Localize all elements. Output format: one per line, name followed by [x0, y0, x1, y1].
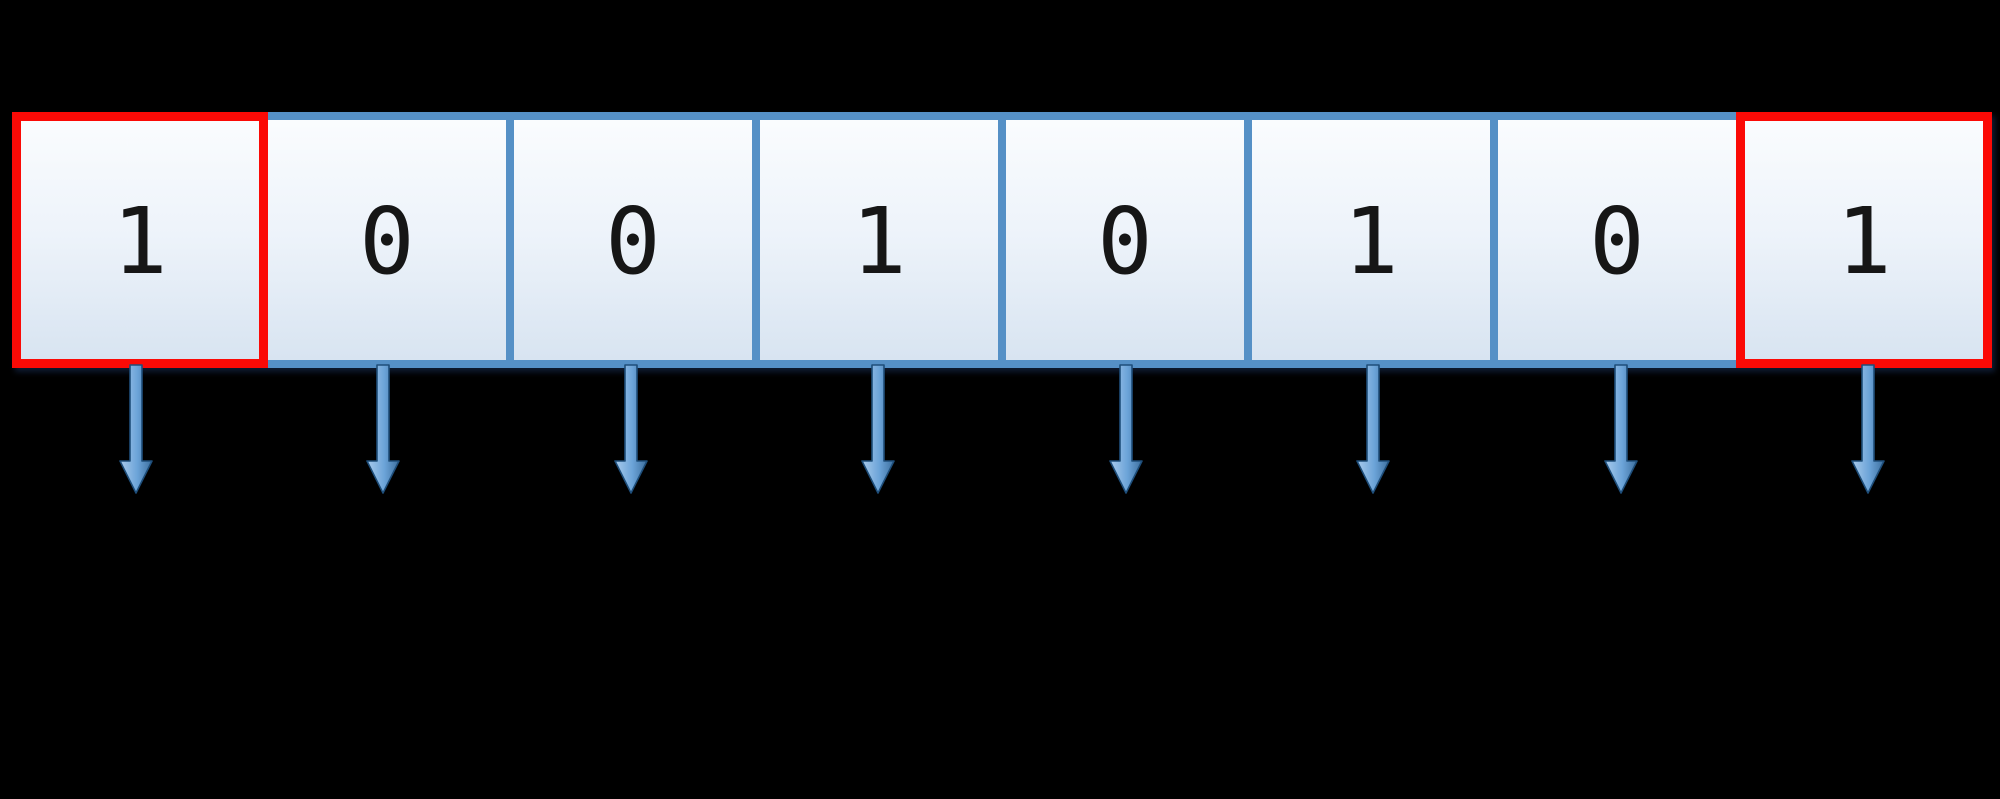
down-arrow-icon: [260, 364, 508, 498]
down-arrow-icon: [12, 364, 260, 498]
down-arrow-icon: [1250, 364, 1498, 498]
bit-value: 0: [1589, 188, 1645, 295]
bit-cell-msb: 1: [12, 112, 268, 368]
bit-value: 0: [1097, 188, 1153, 295]
bit-cell: 1: [752, 112, 1006, 368]
bit-cell-lsb: 1: [1736, 112, 1992, 368]
down-arrow-icon: [507, 364, 755, 498]
bit-value: 1: [112, 188, 168, 295]
down-arrow-icon: [1745, 364, 1993, 498]
bit-cell: 1: [1244, 112, 1498, 368]
bit-cell: 0: [506, 112, 760, 368]
bit-cell: 0: [998, 112, 1252, 368]
down-arrow-icon: [1497, 364, 1745, 498]
bit-value: 1: [1836, 188, 1892, 295]
bit-cell: 0: [260, 112, 514, 368]
down-arrow-icon: [755, 364, 1003, 498]
down-arrow-icon: [1002, 364, 1250, 498]
bit-cell: 0: [1490, 112, 1744, 368]
bit-value: 1: [851, 188, 907, 295]
binary-bit-row: 1 0 0 1 0 1 0 1: [12, 112, 1992, 368]
bit-value: 0: [359, 188, 415, 295]
bit-value: 1: [1343, 188, 1399, 295]
bit-value: 0: [605, 188, 661, 295]
arrow-row: [12, 364, 1992, 498]
